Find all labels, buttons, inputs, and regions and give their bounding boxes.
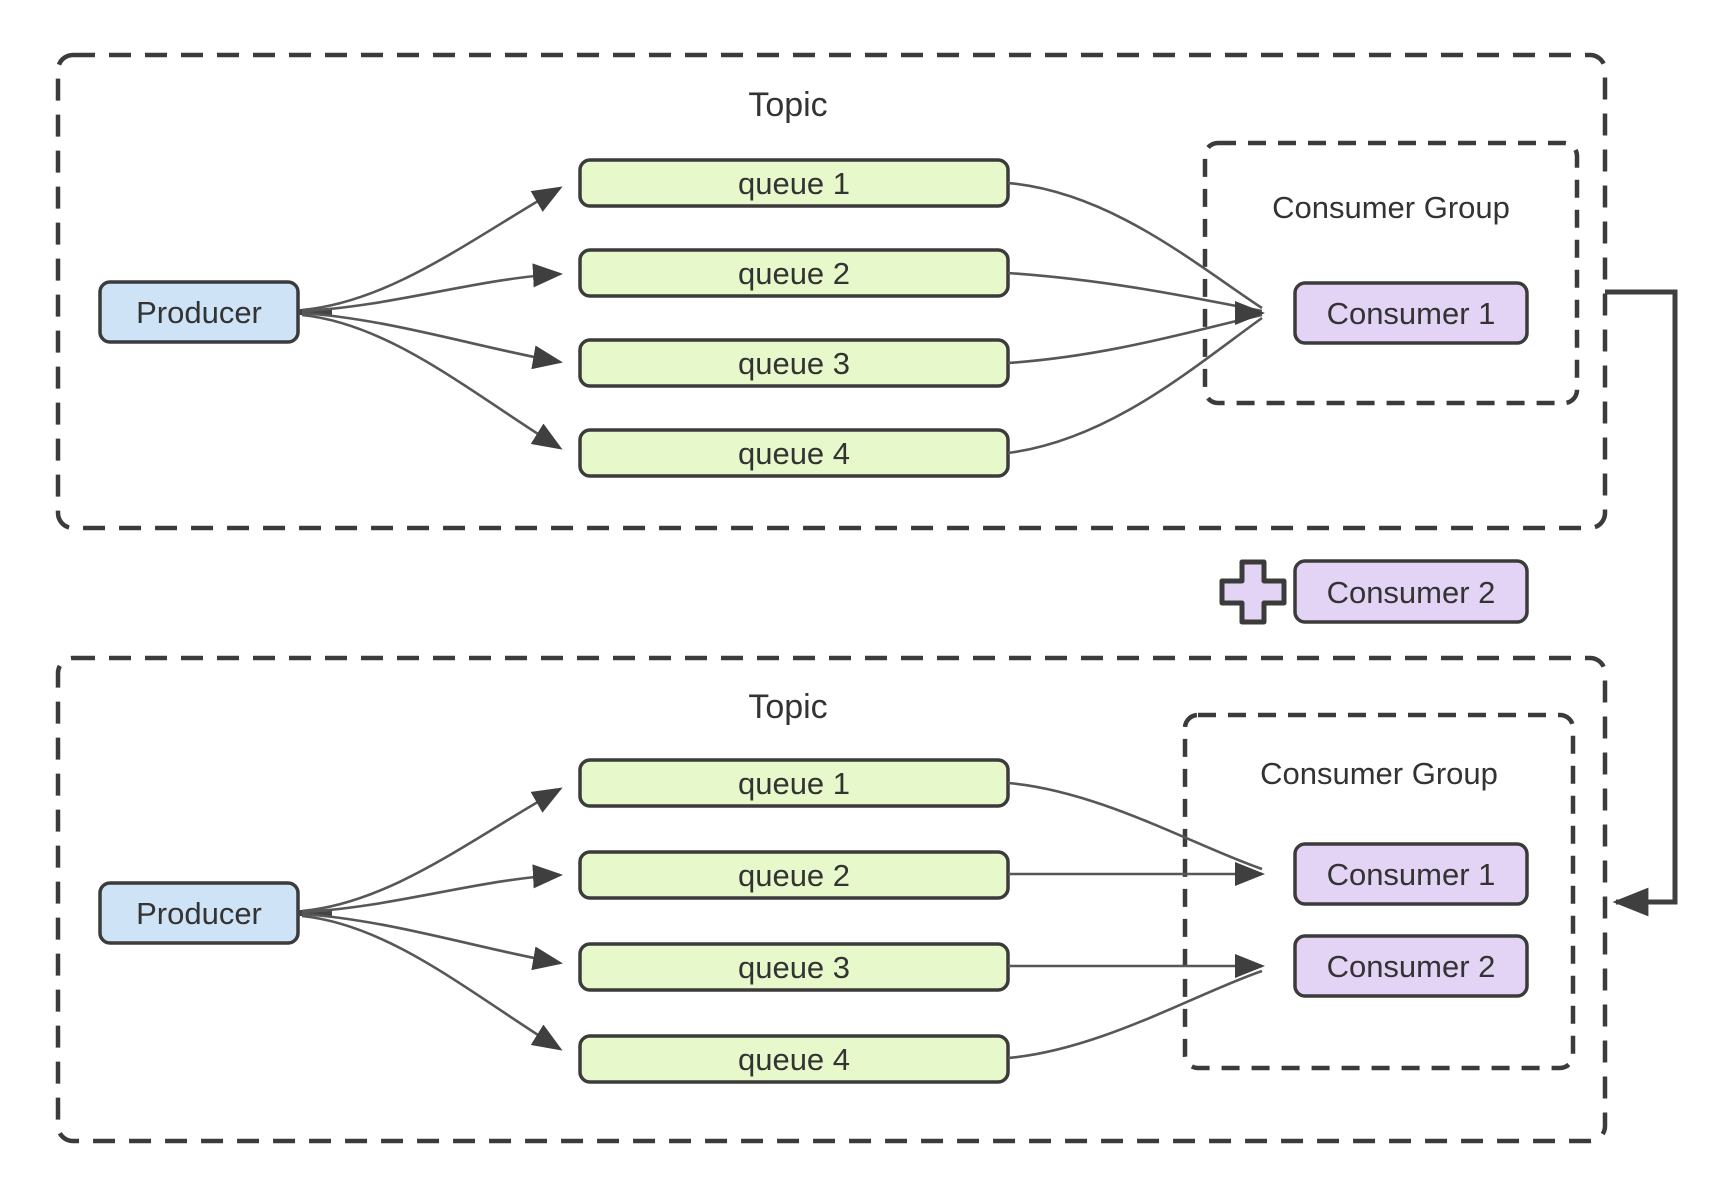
bottom-consumer-1-box [1293, 842, 1529, 906]
arrow-producer-queue3 [301, 311, 563, 370]
bottom-queue-2-label: queue 2 [738, 858, 850, 893]
arrow-producer-queue1 [301, 186, 563, 312]
top-queue-to-consumer-arrows [1007, 181, 1265, 455]
bottom-consumer-group-label: Consumer Group [1260, 756, 1498, 791]
top-consumer-group-label: Consumer Group [1272, 190, 1510, 225]
added-consumer-box [1293, 559, 1529, 624]
arrow-queue3-consumer1 [1007, 313, 1263, 365]
added-consumer-label: Consumer 2 [1327, 575, 1496, 610]
added-consumer-annotation: Consumer 2 [1219, 559, 1529, 625]
bottom-queue-3-label: queue 3 [738, 950, 850, 985]
bottom-queue-1-label: queue 1 [738, 766, 850, 801]
bottom-producer-label: Producer [136, 896, 262, 931]
top-queue-1-label: queue 1 [738, 166, 850, 201]
arrow-queue4-consumer2 [1007, 969, 1263, 1060]
top-producer-label: Producer [136, 295, 262, 330]
top-consumer-group: Consumer Group Consumer 1 [1202, 140, 1580, 406]
bottom-topic-label: Topic [748, 688, 827, 726]
bottom-consumer-group-box [1182, 712, 1576, 1071]
top-queue-2-label: queue 2 [738, 256, 850, 291]
top-queue-3-label: queue 3 [738, 346, 850, 381]
plus-icon [1219, 559, 1287, 625]
bottom-queue-to-consumer-arrows [1007, 781, 1265, 1060]
bottom-topic-section: Topic Producer queue 1 queue 2 queue 3 q… [55, 655, 1608, 1144]
arrow-producer-queue2 [301, 263, 563, 313]
bottom-producer-to-queue-arrows [298, 787, 563, 1051]
arrow-queue2-consumer1 [1007, 271, 1263, 313]
top-queue-4-label: queue 4 [738, 436, 850, 471]
bottom-topic-box [55, 655, 1608, 1144]
top-topic-label: Topic [748, 86, 827, 124]
top-consumer-group-box [1202, 140, 1580, 406]
arrow-producer-queue4 [301, 914, 563, 1051]
bottom-queue-4-box [578, 1034, 1010, 1084]
arrow-producer-queue2 [301, 864, 563, 914]
arrow-producer-queue3 [301, 912, 563, 971]
rebalance-connector-arrow [1605, 289, 1678, 917]
bottom-consumer-1-label: Consumer 1 [1327, 857, 1496, 892]
arrow-producer-queue4 [301, 313, 563, 450]
bottom-consumer-group: Consumer Group Consumer 1 Consumer 2 [1182, 712, 1576, 1071]
bottom-consumer-2-box [1293, 934, 1529, 998]
arrow-queue1-consumer1 [1007, 781, 1263, 871]
arrow-queue1-consumer1 [1007, 181, 1263, 310]
top-topic-section: Topic Producer queue 1 queue 2 queue 3 q… [55, 52, 1608, 531]
bottom-consumer-2-label: Consumer 2 [1327, 949, 1496, 984]
arrow-producer-queue1 [301, 787, 563, 913]
bottom-queue-4-label: queue 4 [738, 1042, 850, 1077]
arrow-queue4-consumer1 [1007, 316, 1263, 455]
top-producer-to-queue-arrows [298, 186, 563, 450]
top-topic-box [55, 52, 1608, 531]
top-consumer-1-box [1293, 281, 1529, 345]
top-consumer-1-label: Consumer 1 [1327, 296, 1496, 331]
